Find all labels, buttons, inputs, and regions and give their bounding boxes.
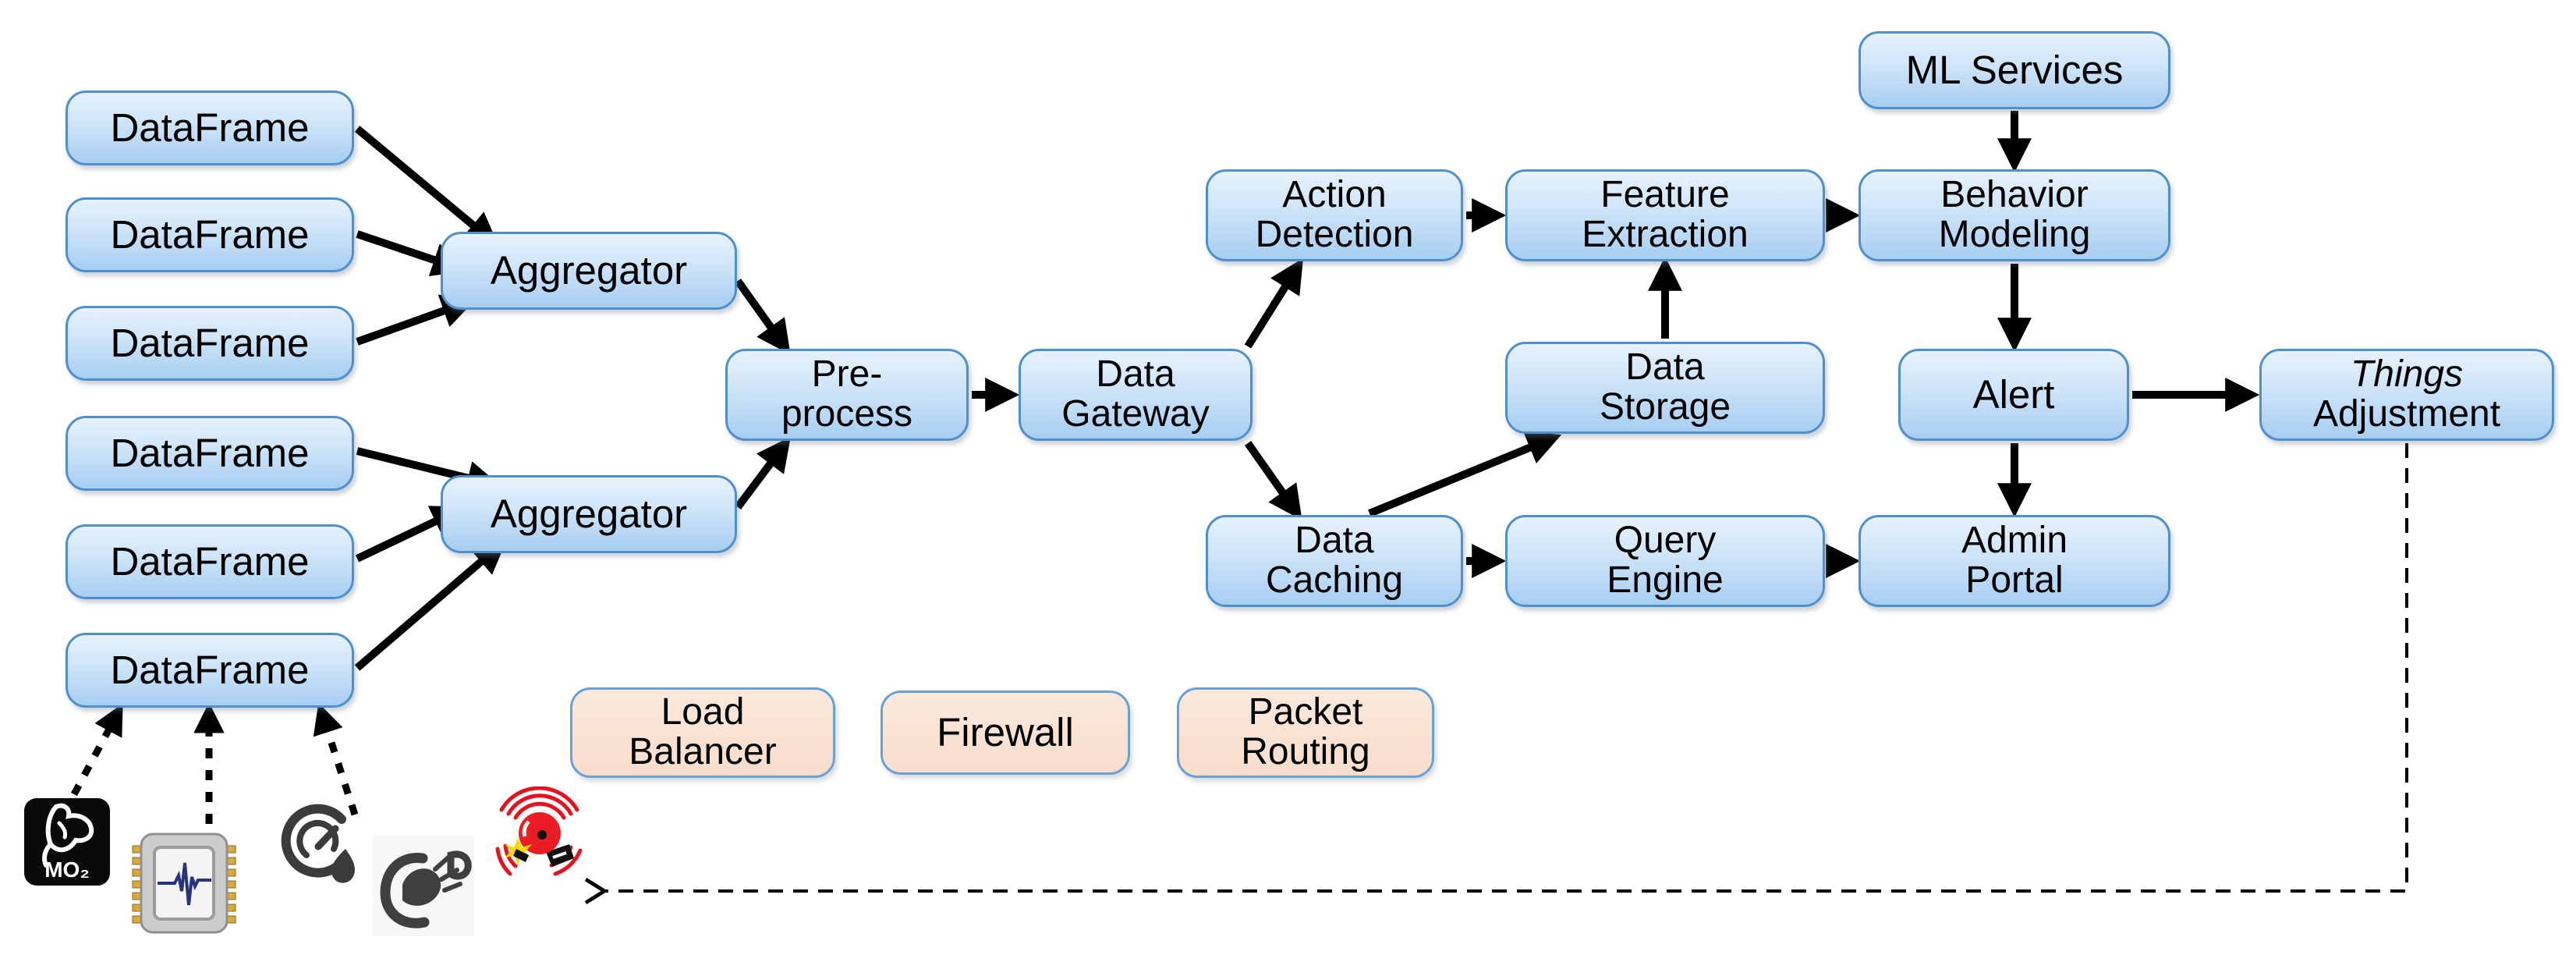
node-label: Engine [1607, 559, 1724, 601]
gauge-droplet-sensor-icon [281, 804, 356, 883]
node-label: Storage [1599, 386, 1731, 428]
edge-gateway-actiondetection [1244, 257, 1304, 349]
node-label: Query [1614, 520, 1717, 562]
node-dataframe-6: DataFrame [66, 633, 354, 708]
alarm-bell-icon [495, 786, 583, 876]
headlight-icon [373, 835, 474, 936]
edge-dataframe6-aggregator2 [354, 539, 508, 671]
node-label: Balancer [629, 731, 777, 772]
node-dataframe-1: DataFrame [66, 91, 354, 165]
edge-things-feedback-to-sensors [584, 443, 2408, 905]
edge-caching-storage [1368, 431, 1562, 517]
node-label: Load [661, 691, 745, 733]
node-pre-process: Pre-process [725, 349, 969, 441]
node-label: Aggregator [490, 491, 688, 536]
node-label: DataFrame [110, 538, 310, 584]
node-dataframe-2: DataFrame [66, 197, 354, 272]
edge-dataframe2-aggregator1 [356, 230, 467, 277]
muscle-oxygen-sensor-icon: MO₂ [24, 798, 110, 886]
node-label: Modeling [1938, 214, 2091, 255]
chip-waveform-sensor-icon [132, 833, 236, 934]
node-label: Routing [1241, 731, 1370, 772]
node-label: Adjustment [2312, 393, 2501, 435]
node-label: Pre- [811, 353, 883, 396]
node-label: Things [2350, 353, 2464, 396]
node-ml-services: ML Services [1858, 31, 2170, 109]
node-label: DataFrame [110, 211, 310, 257]
node-firewall: Firewall [881, 691, 1130, 775]
node-label: Behavior [1940, 174, 2089, 216]
edge-aggregator2-preprocess [735, 436, 791, 509]
waveform [158, 862, 211, 906]
node-label: Portal [1965, 559, 2064, 601]
edge-dataframe3-aggregator1 [356, 294, 477, 346]
node-label: Caching [1265, 559, 1404, 601]
node-label: Data [1096, 353, 1175, 396]
edge-sensor1-dataframe6 [71, 703, 123, 797]
node-label: DataFrame [110, 430, 310, 475]
node-label: process [781, 393, 913, 435]
edge-dataframe5-aggregator2 [355, 506, 466, 563]
node-label: ML Services [1905, 47, 2124, 92]
node-label: Detection [1255, 214, 1414, 255]
edge-dataframe1-aggregator1 [354, 126, 500, 247]
node-label: Feature [1600, 174, 1730, 216]
edge-sensor3-dataframe6 [313, 702, 359, 816]
node-label: Admin [1961, 520, 2068, 562]
mo2-label: MO₂ [44, 857, 90, 882]
node-label: Data [1295, 520, 1374, 562]
node-label: Gateway [1061, 393, 1210, 435]
node-dataframe-5: DataFrame [66, 524, 354, 599]
node-alert: Alert [1898, 349, 2129, 441]
node-aggregator-2: Aggregator [441, 475, 737, 553]
node-label: Firewall [937, 709, 1074, 754]
node-label: Action [1282, 174, 1387, 216]
node-label: Alert [1972, 371, 2055, 417]
edge-gateway-datacaching [1244, 441, 1302, 520]
node-label: DataFrame [110, 320, 310, 365]
node-aggregator-1: Aggregator [441, 232, 737, 310]
node-dataframe-3: DataFrame [66, 306, 354, 381]
node-label: Data [1625, 346, 1705, 389]
node-label: DataFrame [110, 647, 310, 692]
node-dataframe-4: DataFrame [66, 416, 354, 491]
edge-aggregator1-preprocess [734, 279, 791, 355]
node-label: DataFrame [110, 105, 310, 150]
node-label: Packet [1248, 691, 1363, 733]
node-label: Aggregator [490, 247, 688, 293]
node-label: Extraction [1582, 214, 1749, 255]
